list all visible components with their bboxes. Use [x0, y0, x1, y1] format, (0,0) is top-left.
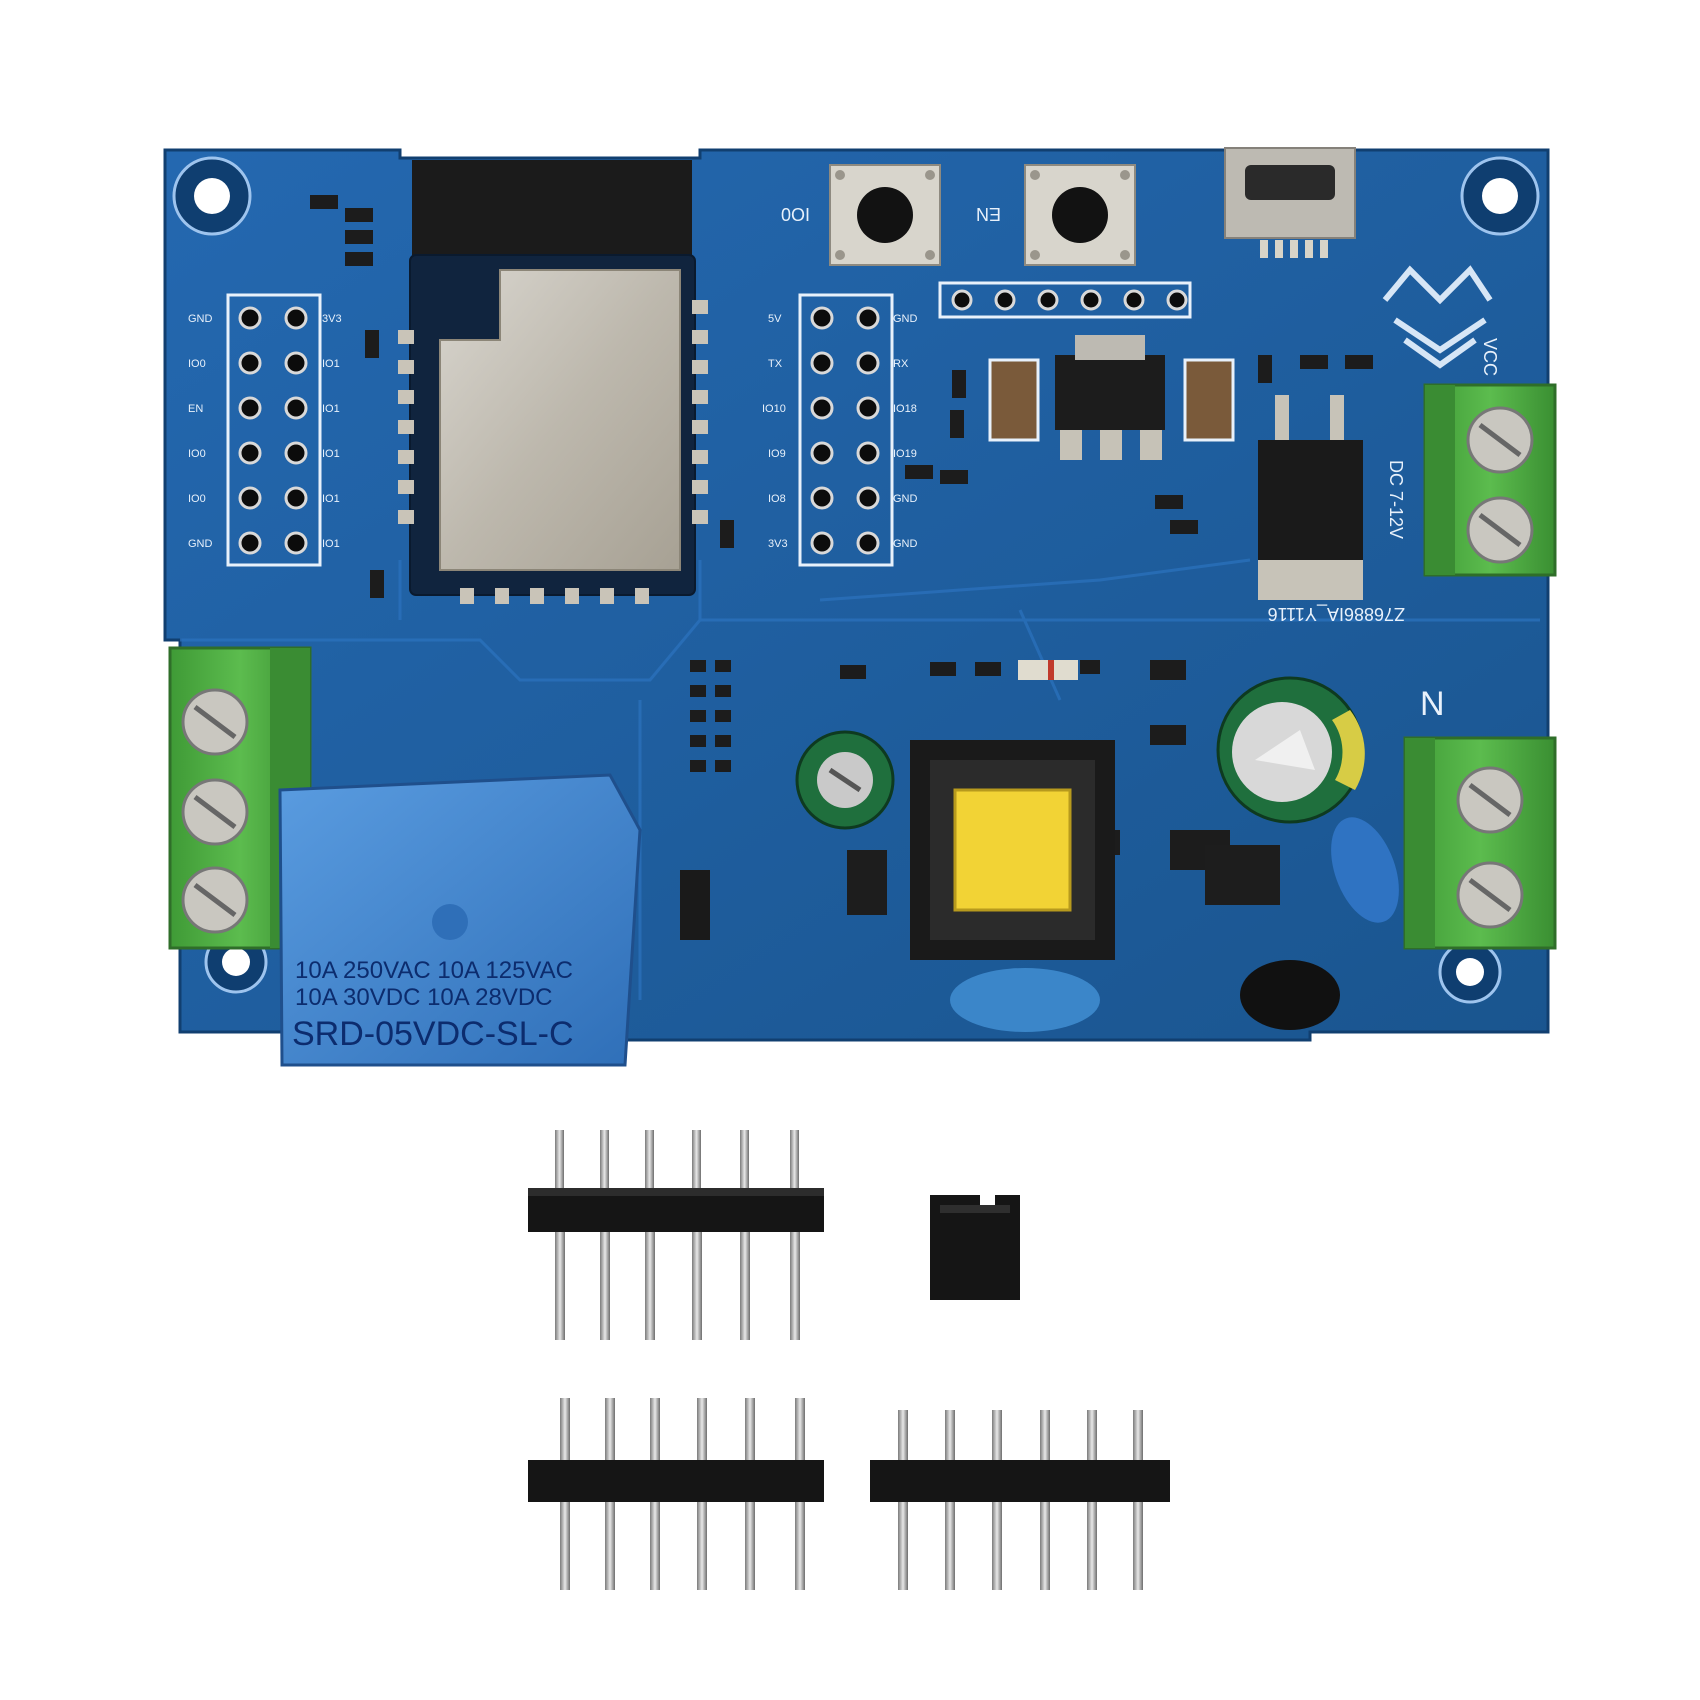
jumper-cap: [930, 1195, 1020, 1300]
relay: 10A 250VAC 10A 125VAC 10A 30VDC 10A 28VD…: [278, 773, 642, 1067]
relay-rating-line1: 10A 250VAC 10A 125VAC: [295, 957, 573, 984]
middle-pin-label: IO8: [768, 493, 786, 505]
mounting-hole: [1438, 940, 1502, 1004]
board-code-label: Z76886IA_Y1116: [1268, 603, 1405, 624]
voltage-regulator: [1055, 335, 1165, 460]
esp32-relay-board: 10A 250VAC 10A 125VAC 10A 30VDC 10A 28VD…: [163, 147, 1557, 1067]
pcb-traces: [180, 558, 1540, 1000]
relay-model: SRD-05VDC-SL-C: [292, 1015, 574, 1053]
dc-voltage-label: DC 7-12V: [1386, 460, 1406, 539]
left-pin-label-right: IO1: [322, 403, 340, 415]
left-pin-label-right: IO1: [322, 493, 340, 505]
left-pin-label: IO0: [188, 358, 206, 370]
left-pin-label-right: 3V3: [322, 313, 342, 325]
io0-button: [829, 164, 941, 266]
pin-header-left: [226, 293, 322, 567]
left-pin-label: GND: [188, 538, 213, 550]
middle-pin-label: TX: [768, 358, 783, 370]
male-header-right-angle: [528, 1130, 824, 1340]
vcc-label: VCC: [1480, 338, 1500, 376]
pin-header-top: [938, 281, 1192, 319]
left-pin-label: IO0: [188, 448, 206, 460]
left-pin-label: EN: [188, 403, 203, 415]
middle-pin-label: IO9: [768, 448, 786, 460]
middle-pin-label-right: GND: [893, 493, 918, 505]
brand-logo: [1382, 265, 1493, 369]
screw-terminal-ac: [1403, 736, 1557, 950]
esp-module: [398, 160, 708, 604]
middle-pin-label-right: IO19: [893, 448, 917, 460]
en-button: [1024, 164, 1136, 266]
left-pin-label-right: IO1: [322, 538, 340, 550]
mounting-hole: [172, 156, 252, 236]
transformer: [910, 740, 1115, 960]
bridge-rectifier: [847, 845, 1280, 915]
smd-inductor: [988, 358, 1235, 442]
mounting-hole: [1460, 156, 1540, 236]
neutral-label: N: [1420, 685, 1445, 723]
middle-pin-label-right: RX: [893, 358, 909, 370]
electrolytic-capacitor: [1216, 676, 1365, 824]
io0-label: IO0: [781, 204, 810, 224]
middle-pin-label: IO10: [762, 403, 786, 415]
electrolytic-capacitor: [795, 730, 895, 830]
screw-terminal-vcc: [1423, 383, 1557, 577]
left-pin-label-right: IO1: [322, 358, 340, 370]
middle-pin-label-right: GND: [893, 538, 918, 550]
left-pin-label: IO0: [188, 493, 206, 505]
smd-components: [310, 195, 1373, 870]
left-pin-label: GND: [188, 313, 213, 325]
power-transistor: [1258, 395, 1363, 600]
ceramic-capacitor: [950, 817, 1399, 1032]
male-header-straight: [870, 1410, 1170, 1590]
male-header-straight: [528, 1398, 824, 1590]
thermistor: [1240, 960, 1340, 1030]
left-pin-label-right: IO1: [322, 448, 340, 460]
diode: [680, 660, 1078, 940]
en-label: EN: [976, 204, 1001, 224]
middle-pin-label-right: IO18: [893, 403, 917, 415]
middle-pin-label-right: GND: [893, 313, 918, 325]
relay-rating-line2: 10A 30VDC 10A 28VDC: [295, 984, 553, 1011]
middle-pin-label: 3V3: [768, 538, 788, 550]
micro-usb-port: [1224, 147, 1356, 258]
middle-pin-label: 5V: [768, 313, 782, 325]
middle-header-labels: 5V TX IO10 IO9 IO8 3V3 GND RX IO18 IO19 …: [762, 313, 918, 550]
pin-header-middle: [798, 293, 894, 567]
left-header-labels: GND IO0 EN IO0 IO0 GND 3V3 IO1 IO1 IO1 I…: [188, 313, 342, 550]
